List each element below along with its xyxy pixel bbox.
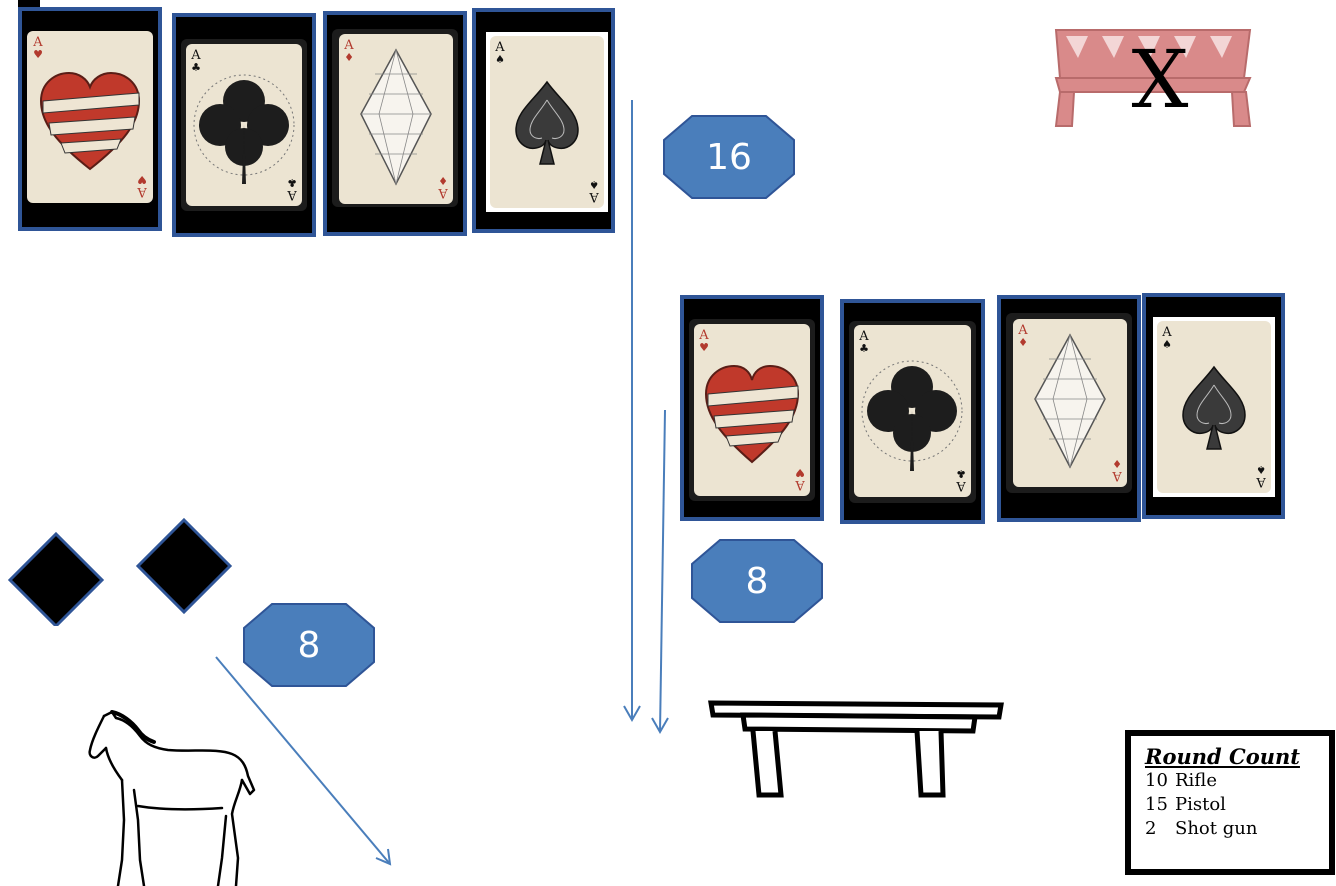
card-frame-ace-of-diamonds-top[interactable]: A♦ A♦ (323, 11, 467, 236)
ace-of-hearts-card: A♥ A♥ (694, 324, 810, 496)
badge-value: 16 (662, 114, 796, 200)
card-index-bottom: A♣ (286, 176, 298, 200)
ace-of-clubs-card: A♣ A♣ (854, 325, 971, 497)
round-label: Shot gun (1175, 818, 1257, 839)
short-down-arrow (660, 410, 665, 732)
short-down-arrowhead (652, 718, 668, 732)
card-index-bottom: A♣ (955, 467, 967, 491)
ace-of-hearts-card: A♥ A♥ (27, 31, 153, 203)
ace-of-clubs-card: A♣ A♣ (186, 44, 302, 206)
heart-banner-icon (694, 324, 810, 496)
clover-club-icon (186, 44, 302, 206)
round-qty: 2 (1145, 817, 1175, 841)
card-frame-ace-of-diamonds-bottom[interactable]: A♦ A♦ (997, 295, 1141, 522)
horse-icon (82, 710, 272, 886)
round-count-title: Round Count (1145, 744, 1329, 769)
round-qty: 10 (1145, 769, 1175, 793)
black-diamond-icon-2 (138, 520, 230, 612)
ace-of-spades-card: A♠ A♠ (486, 32, 608, 212)
card-index-bottom: A♠ (588, 178, 600, 202)
black-diamond-icon-1 (10, 534, 102, 626)
card-index-bottom: A♠ (1255, 463, 1267, 487)
badge-value: 8 (242, 602, 376, 688)
ornate-spade-icon (1157, 321, 1271, 493)
ornate-spade-icon (490, 36, 604, 208)
black-diamond-markers (2, 516, 242, 626)
ace-of-diamonds-card: A♦ A♦ (339, 34, 453, 204)
diagonal-arrowhead (376, 849, 390, 864)
round-label: Pistol (1175, 794, 1226, 815)
round-qty: 15 (1145, 793, 1175, 817)
bench-marker[interactable]: X (1050, 28, 1255, 128)
ace-of-spades-card: A♠ A♠ (1153, 317, 1275, 497)
card-frame-ace-of-spades-bottom[interactable]: A♠ A♠ (1142, 293, 1285, 519)
faceted-diamond-icon (1013, 319, 1127, 487)
count-badge-middle[interactable]: 8 (690, 538, 824, 624)
card-frame-ace-of-hearts-top[interactable]: A♥ A♥ (18, 7, 162, 231)
card-frame-ace-of-clubs-bottom[interactable]: A♣ A♣ (840, 299, 985, 524)
card-index-bottom: A♦ (437, 174, 449, 198)
card-index-bottom: A♥ (794, 466, 806, 490)
ace-of-diamonds-card: A♦ A♦ (1013, 319, 1127, 487)
count-badge-top[interactable]: 16 (662, 114, 796, 200)
card-index-bottom: A♥ (136, 173, 148, 197)
clover-club-icon (854, 325, 971, 497)
card-frame-ace-of-clubs-top[interactable]: A♣ A♣ (172, 13, 316, 237)
count-badge-left[interactable]: 8 (242, 602, 376, 688)
long-down-arrowhead (624, 706, 640, 720)
round-label: Rifle (1175, 770, 1217, 791)
heart-banner-icon (27, 31, 153, 203)
table-icon (705, 695, 1005, 805)
card-face: A♠ A♠ (1157, 321, 1271, 493)
card-frame-ace-of-spades-top[interactable]: A♠ A♠ (472, 8, 615, 233)
card-frame-ace-of-hearts-bottom[interactable]: A♥ A♥ (680, 295, 824, 521)
badge-value: 8 (690, 538, 824, 624)
card-index-bottom: A♦ (1111, 457, 1123, 481)
card-face: A♠ A♠ (490, 36, 604, 208)
marker-x-label: X (1120, 32, 1200, 132)
faceted-diamond-icon (339, 34, 453, 204)
